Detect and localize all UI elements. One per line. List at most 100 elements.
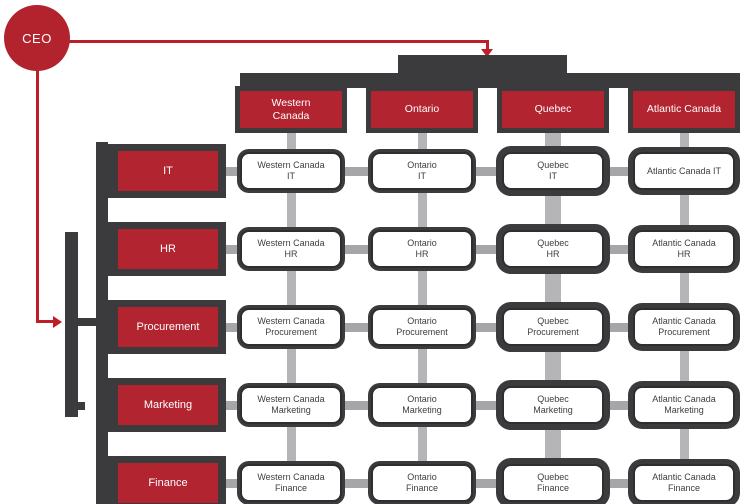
function-header[interactable]: IT <box>118 151 218 191</box>
v-connector <box>417 423 427 465</box>
regions-trunk-bar <box>240 73 740 88</box>
v-connector <box>679 423 689 465</box>
h-connector <box>471 244 504 254</box>
function-header-stub <box>219 322 241 332</box>
h-connector <box>471 478 504 488</box>
h-connector <box>471 322 504 332</box>
matrix-cell-label: Atlantic Canada HR <box>652 238 716 259</box>
matrix-cell[interactable]: Atlantic Canada Procurement <box>633 308 735 346</box>
function-header[interactable]: Finance <box>118 463 218 503</box>
matrix-cell-label: Quebec Marketing <box>533 394 573 415</box>
matrix-cell[interactable]: Atlantic Canada Finance <box>633 464 735 502</box>
regions-stem-bar <box>398 55 567 74</box>
matrix-cell[interactable]: Western Canada HR <box>240 230 342 268</box>
v-connector <box>679 189 689 231</box>
matrix-cell[interactable]: Western Canada Marketing <box>240 386 342 424</box>
matrix-cell[interactable]: Western Canada IT <box>240 152 342 190</box>
function-header-stub <box>219 478 241 488</box>
function-header-label: Finance <box>148 476 188 489</box>
matrix-cell-label: Quebec HR <box>537 238 569 259</box>
h-connector <box>340 166 373 176</box>
matrix-cell[interactable]: Ontario Marketing <box>371 386 473 424</box>
matrix-cell-label: Quebec Finance <box>536 472 570 493</box>
mid-bar-tick-bottom <box>65 402 85 410</box>
region-header-stub <box>679 128 689 153</box>
matrix-cell-label: Western Canada Procurement <box>257 316 325 337</box>
function-header-label: Marketing <box>143 398 193 411</box>
matrix-cell-label: Ontario Finance <box>405 472 439 493</box>
h-connector <box>602 400 635 410</box>
matrix-cell[interactable]: Western Canada Procurement <box>240 308 342 346</box>
matrix-cell[interactable]: Western Canada Finance <box>240 464 342 502</box>
functions-rail-bar <box>96 142 108 504</box>
h-connector <box>340 322 373 332</box>
h-connector <box>340 400 373 410</box>
ceo-to-regions-arrow-icon <box>481 49 493 57</box>
h-connector <box>602 322 635 332</box>
matrix-cell-label: Ontario IT <box>407 160 437 181</box>
matrix-cell-label: Ontario Procurement <box>396 316 448 337</box>
v-connector <box>545 423 561 465</box>
matrix-cell-label: Ontario Marketing <box>402 394 442 415</box>
function-header-label: IT <box>163 164 173 177</box>
matrix-cell[interactable]: Ontario HR <box>371 230 473 268</box>
v-connector <box>545 189 561 231</box>
v-connector <box>417 189 427 231</box>
h-connector <box>602 478 635 488</box>
matrix-cell[interactable]: Atlantic Canada IT <box>633 152 735 190</box>
matrix-cell[interactable]: Quebec Finance <box>502 464 604 502</box>
matrix-cell-label: Ontario HR <box>407 238 437 259</box>
region-header-stub <box>417 128 427 153</box>
v-connector <box>286 267 296 309</box>
v-connector <box>545 345 561 387</box>
matrix-cell-label: Quebec Procurement <box>527 316 579 337</box>
matrix-cell[interactable]: Ontario IT <box>371 152 473 190</box>
matrix-cell[interactable]: Ontario Procurement <box>371 308 473 346</box>
h-connector <box>602 166 635 176</box>
region-header[interactable]: Western Canada <box>240 91 342 128</box>
matrix-cell-label: Western Canada Finance <box>257 472 325 493</box>
function-header-label: HR <box>160 242 176 255</box>
v-connector <box>286 345 296 387</box>
v-connector <box>286 423 296 465</box>
ceo-label: CEO <box>22 30 52 46</box>
h-connector <box>340 478 373 488</box>
matrix-cell[interactable]: Atlantic Canada HR <box>633 230 735 268</box>
v-connector <box>545 267 561 309</box>
matrix-cell[interactable]: Quebec HR <box>502 230 604 268</box>
matrix-cell[interactable]: Ontario Finance <box>371 464 473 502</box>
region-header[interactable]: Quebec <box>502 91 604 128</box>
ceo-to-regions-line-vertical <box>485 42 489 50</box>
v-connector <box>417 345 427 387</box>
matrix-cell-label: Atlantic Canada Procurement <box>652 316 716 337</box>
ceo-to-regions-line-horizontal <box>69 40 489 43</box>
h-connector <box>602 244 635 254</box>
matrix-cell-label: Western Canada HR <box>257 238 325 259</box>
h-connector <box>340 244 373 254</box>
v-connector <box>417 267 427 309</box>
matrix-cell[interactable]: Quebec IT <box>502 152 604 190</box>
matrix-cell-label: Atlantic Canada Marketing <box>652 394 716 415</box>
ceo-node[interactable]: CEO <box>4 5 70 71</box>
matrix-cell[interactable]: Quebec Procurement <box>502 308 604 346</box>
region-header-label: Atlantic Canada <box>646 103 722 115</box>
region-header-label: Quebec <box>534 103 572 115</box>
region-header-stub <box>545 128 561 153</box>
region-header[interactable]: Ontario <box>371 91 473 128</box>
matrix-cell-label: Western Canada Marketing <box>257 394 325 415</box>
function-header-stub <box>219 400 241 410</box>
h-connector <box>471 400 504 410</box>
matrix-cell[interactable]: Quebec Marketing <box>502 386 604 424</box>
function-header[interactable]: Procurement <box>118 307 218 347</box>
ceo-to-functions-line-vertical <box>35 69 39 323</box>
matrix-cell-label: Western Canada IT <box>257 160 325 181</box>
matrix-cell[interactable]: Atlantic Canada Marketing <box>633 386 735 424</box>
matrix-cell-label: Quebec IT <box>537 160 569 181</box>
v-connector <box>679 345 689 387</box>
function-header[interactable]: HR <box>118 229 218 269</box>
v-connector <box>286 189 296 231</box>
mid-bar-tick-top <box>65 318 96 326</box>
function-header[interactable]: Marketing <box>118 385 218 425</box>
region-header[interactable]: Atlantic Canada <box>633 91 735 128</box>
